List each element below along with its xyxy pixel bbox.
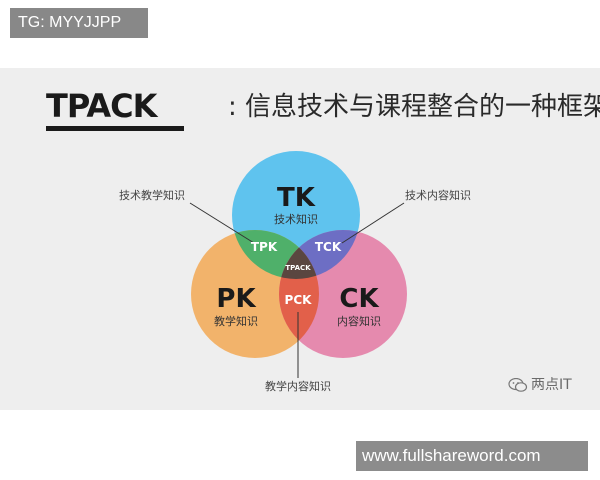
pk-abbr: PK <box>216 284 256 314</box>
wechat-icon <box>508 378 528 392</box>
pck-abbr: PCK <box>285 293 313 307</box>
tpack-abbr: TPACK <box>285 264 311 272</box>
pck-callout-label: 教学内容知识 <box>265 379 331 393</box>
tck-callout-label: 技术内容知识 <box>405 188 471 202</box>
watermark-text: 两点IT <box>531 377 572 393</box>
pk-label: 教学知识 <box>214 314 258 328</box>
tck-abbr: TCK <box>315 240 342 254</box>
tk-abbr: TK <box>277 183 316 213</box>
tck-callout-line <box>341 202 405 244</box>
title-acronym: TPACK <box>46 87 157 125</box>
tg-tag: TG: MYYJJPP <box>10 8 148 38</box>
ck-abbr: CK <box>339 284 379 314</box>
title-subtitle: : 信息技术与课程整合的一种框架 <box>228 90 600 124</box>
title-colon: : <box>228 92 237 122</box>
tpk-abbr: TPK <box>251 240 278 254</box>
tpk-callout-line <box>189 202 255 244</box>
ck-label: 内容知识 <box>337 314 381 328</box>
tpk-overlap <box>232 230 319 279</box>
watermark: 两点IT <box>508 374 572 394</box>
tck-overlap <box>279 230 360 279</box>
title-chinese: 信息技术与课程整合的一种框架 <box>245 92 600 122</box>
tk-label: 技术知识 <box>274 212 318 226</box>
title-underline <box>46 126 184 131</box>
url-tag: www.fullshareword.com <box>356 441 588 471</box>
tpk-callout-label: 技术教学知识 <box>119 188 185 202</box>
